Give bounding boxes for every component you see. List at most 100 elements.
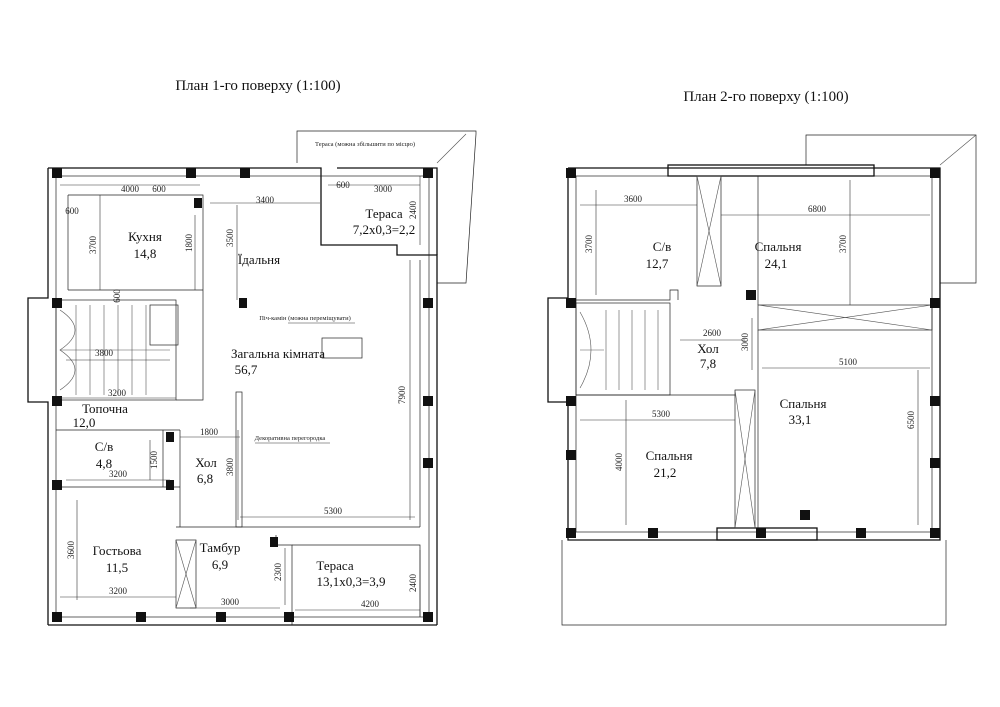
svg-text:600: 600 [336, 180, 350, 190]
plan-2-roof-upper-right [805, 134, 977, 284]
plan-2-window-bottom [716, 527, 818, 541]
svg-text:5300: 5300 [652, 409, 671, 419]
room-name: Спальня [755, 239, 802, 254]
plan-1-title: План 1-го поверху (1:100) [175, 78, 340, 94]
svg-text:3800: 3800 [95, 348, 114, 358]
svg-text:3700: 3700 [88, 236, 98, 255]
room-area: 33,1 [789, 412, 812, 427]
svg-text:4000: 4000 [121, 184, 140, 194]
room-area: 7,8 [700, 356, 716, 371]
fireplace-note: Піч-камін (можна переміщувати) [259, 315, 351, 322]
plan-1-terrace-wall [337, 167, 438, 255]
plan-2-wardrobe [757, 304, 933, 331]
svg-text:2400: 2400 [408, 574, 418, 593]
svg-text:1500: 1500 [149, 451, 159, 470]
svg-text:2600: 2600 [703, 328, 722, 338]
plan-2-window-top [667, 164, 875, 177]
svg-text:1800: 1800 [200, 427, 219, 437]
svg-text:3200: 3200 [109, 586, 128, 596]
svg-text:4200: 4200 [361, 599, 380, 609]
room-name: Хол [195, 455, 217, 470]
plan-2-stair-area [575, 302, 671, 396]
plan-1-dimension-labels: 4000 600 600 3000 2400 3400 3700 1800 35… [65, 180, 418, 609]
svg-text:4000: 4000 [614, 453, 624, 472]
room-area: 14,8 [134, 246, 157, 261]
room-name: С/в [95, 439, 113, 454]
vestibule-closet [175, 539, 197, 609]
svg-text:600: 600 [152, 184, 166, 194]
plan-2-title: План 2-го поверху (1:100) [683, 89, 848, 105]
svg-text:3700: 3700 [584, 235, 594, 254]
room-name: Топочна [82, 401, 128, 416]
room-name: С/в [653, 239, 671, 254]
room-area: 24,1 [765, 256, 788, 271]
room-name: Тераса [316, 558, 353, 573]
plan-2-closet-lower [734, 389, 756, 529]
room-area: 6,9 [212, 557, 228, 572]
room-name: Їдальня [238, 252, 280, 267]
room-name: Спальня [646, 448, 693, 463]
svg-text:3000: 3000 [740, 333, 750, 352]
room-area: 6,8 [197, 471, 213, 486]
upper-terrace-diagonal [436, 133, 467, 164]
svg-text:7900: 7900 [397, 386, 407, 405]
living-left-wall [176, 300, 204, 401]
svg-text:1800: 1800 [184, 234, 194, 253]
svg-text:6500: 6500 [906, 411, 916, 430]
room-name: Тамбур [200, 540, 241, 555]
room-area: 7,2х0,3=2,2 [353, 222, 416, 237]
plan-1-dimension-lines [60, 176, 421, 617]
plan-2-columns [566, 168, 940, 538]
svg-text:6800: 6800 [808, 204, 827, 214]
fireplace [321, 337, 363, 359]
svg-text:3800: 3800 [225, 458, 235, 477]
plan-2-inner-contour [575, 175, 933, 533]
svg-text:3000: 3000 [221, 597, 240, 607]
plan-2-closet [696, 175, 722, 287]
decorative-partition [235, 391, 243, 528]
room-area: 4,8 [96, 456, 112, 471]
stair-area [55, 299, 177, 401]
plan-2-room-labels: С/в 12,7 Спальня 24,1 Хол 7,8 Спальня 33… [646, 239, 827, 480]
stair-steps-plan-2 [579, 310, 659, 390]
plan-2-roof-lower [561, 540, 947, 626]
room-name: Хол [697, 341, 719, 356]
plan-2-bath-bottom-wall [576, 289, 679, 301]
stair-steps-plan-1 [59, 305, 170, 395]
svg-text:600: 600 [65, 206, 79, 216]
svg-text:3200: 3200 [108, 388, 127, 398]
svg-text:3500: 3500 [225, 229, 235, 248]
room-name: Загальна кімната [231, 346, 325, 361]
room-area: 21,2 [654, 465, 677, 480]
svg-text:3700: 3700 [838, 235, 848, 254]
closet-lower-x2 [734, 389, 756, 529]
svg-text:3600: 3600 [66, 541, 76, 560]
room-area: 13,1х0,3=3,9 [316, 574, 385, 589]
plan-1-columns [52, 168, 433, 622]
svg-text:5100: 5100 [839, 357, 858, 367]
svg-text:2300: 2300 [273, 563, 283, 582]
plan-2-closet-x2 [696, 175, 722, 287]
room-name: Спальня [780, 396, 827, 411]
room-area: 11,5 [106, 560, 128, 575]
svg-text:3400: 3400 [256, 195, 275, 205]
wardrobe-x2 [757, 304, 933, 331]
svg-text:3200: 3200 [109, 469, 128, 479]
stair-upper-part [149, 304, 179, 346]
plan-2-dimension-labels: 3600 6800 3700 3700 2600 3000 5100 5300 … [584, 194, 916, 471]
room-name: Кухня [128, 229, 162, 244]
kitchen-wall [68, 194, 204, 300]
plan-2-outer-wall [547, 167, 941, 541]
svg-text:600: 600 [112, 289, 122, 303]
room-name: Гостьова [93, 543, 142, 558]
plan-2-floor: План 2-го поверху (1:100) [547, 89, 977, 626]
svg-text:3600: 3600 [624, 194, 643, 204]
closet-x2 [175, 539, 197, 609]
plan-1-room-labels: Кухня 14,8 Їдальня Тераса 7,2х0,3=2,2 За… [73, 206, 416, 589]
svg-text:5300: 5300 [324, 506, 343, 516]
partition-note: Декоративна перегородка [255, 435, 326, 442]
room-name: Тераса [365, 206, 402, 221]
terrace-note: Тераса (можна збільшити по місцю) [315, 141, 415, 148]
